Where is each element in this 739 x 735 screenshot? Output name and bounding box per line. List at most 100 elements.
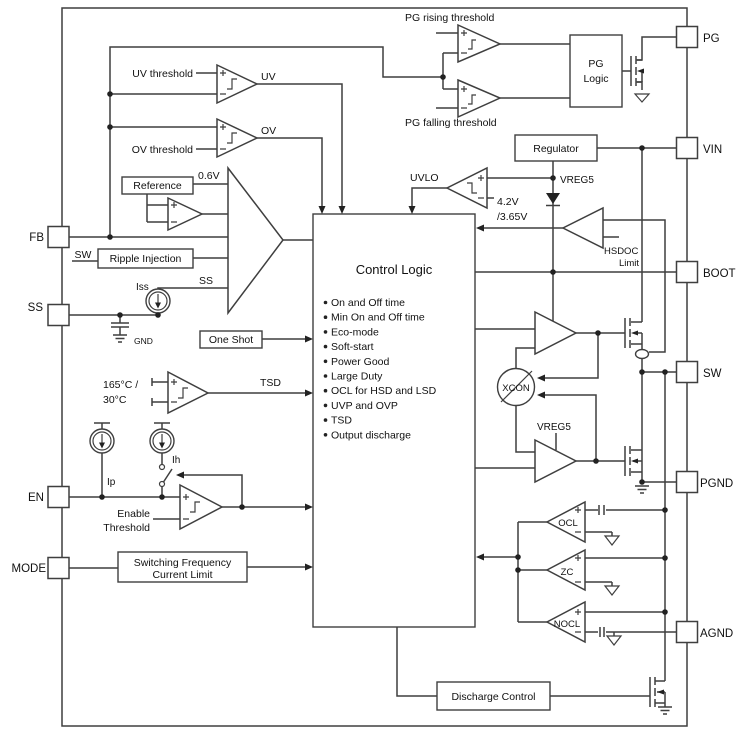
uvlo-threshold-label-2: /3.65V (497, 211, 527, 223)
tsd-net-label: TSD (260, 377, 281, 389)
pin-label-boot: BOOT (703, 268, 736, 280)
pin-label-vin: VIN (703, 144, 722, 156)
gnd-label: GND (134, 336, 153, 346)
pin-label-pgnd: PGND (700, 478, 733, 490)
ocl-comparator-icon (545, 500, 586, 544)
uvlo-comparator-icon (445, 166, 488, 210)
control-logic-block (312, 213, 476, 628)
sw-input-label: SW (75, 249, 92, 261)
control-logic-item: Power Good (331, 356, 390, 368)
pin-label-en: EN (28, 492, 44, 504)
ground-icons (113, 93, 672, 715)
blocks (97, 34, 623, 711)
bootstrap-diode-icon (546, 193, 560, 207)
uvlo-label: UVLO (410, 172, 439, 184)
ip-current-source-icon (89, 428, 115, 454)
pin-ss (47, 303, 70, 327)
enable-threshold-label-1: Enable (117, 508, 150, 520)
reference-label: Reference (133, 180, 182, 192)
regulator-label: Regulator (533, 143, 579, 155)
ih-current-source-icon (149, 428, 175, 454)
text-labels: FB SS EN MODE PG VIN BOOT SW PGND AGND P… (12, 12, 736, 703)
pin-pg (675, 25, 699, 49)
pin-mode (47, 556, 70, 580)
temp-label-1: 165°C / (103, 379, 138, 391)
pin-sw (675, 360, 699, 384)
pg-logic-label-1: PG (588, 58, 603, 70)
temp-label-2: 30°C (103, 394, 127, 406)
pin-vin (675, 136, 699, 160)
pg-falling-threshold-label: PG falling threshold (405, 117, 497, 129)
hsdoc-amp-icon (561, 206, 604, 250)
hsdoc-limit-label: Limit (619, 258, 639, 269)
triangle-ground-icon (633, 93, 651, 103)
control-logic-item: Large Duty (331, 371, 383, 383)
ip-label: Ip (107, 477, 116, 488)
enable-comparator-icon (179, 483, 224, 531)
hsdoc-label: HSDOC (604, 246, 638, 257)
switching-freq-label-1: Switching Frequency (134, 557, 232, 569)
earth-ground-icon (658, 706, 672, 715)
pin-boot (675, 260, 699, 284)
earth-ground-icon (635, 485, 649, 494)
pin-pgnd (675, 470, 699, 494)
triangle-ground-icon (603, 585, 621, 596)
control-logic-item: Eco-mode (331, 326, 379, 338)
ih-switch-icon (158, 463, 166, 488)
ov-threshold-label: OV threshold (132, 144, 193, 156)
discharge-mosfet-icon (649, 677, 664, 707)
pin-label-mode: MODE (12, 563, 47, 575)
switching-freq-label-2: Current Limit (152, 569, 212, 581)
pin-label-ss: SS (28, 302, 44, 314)
ocl-label: OCL (558, 518, 578, 529)
junction-dots (99, 74, 668, 615)
pg-mosfet-icon (630, 56, 644, 86)
pg-rising-threshold-label: PG rising threshold (405, 12, 494, 24)
pin-label-pg: PG (703, 33, 720, 45)
one-shot-block (199, 330, 263, 349)
pin-label-fb: FB (29, 232, 44, 244)
xcon-icon (496, 367, 536, 407)
hs-driver-icon (534, 310, 578, 356)
control-logic-item: OCL for HSD and LSD (331, 385, 437, 397)
switching-freq-block (117, 551, 248, 583)
regulator-block (514, 134, 598, 162)
one-shot-label: One Shot (209, 334, 253, 346)
iss-current-source-icon (145, 288, 171, 314)
control-logic-item: Min On and Off time (331, 312, 425, 324)
xcon-label: XCON (502, 383, 530, 394)
reference-block (121, 176, 194, 195)
ripple-injection-label: Ripple Injection (110, 253, 182, 265)
comparators (167, 23, 604, 644)
triangle-ground-icon (603, 535, 621, 546)
ripple-injection-block (97, 248, 194, 269)
control-logic-item: Soft-start (331, 341, 374, 353)
ov-comparator-icon (216, 117, 259, 159)
triangle-ground-icon (605, 635, 623, 646)
error-preamp-icon (167, 196, 204, 232)
pg-rising-comparator-icon (457, 23, 502, 64)
zc-label: ZC (561, 567, 574, 578)
device-icons (89, 56, 664, 707)
enable-threshold-label-2: Threshold (103, 522, 150, 534)
pins (47, 25, 699, 644)
zc-comparator-icon (545, 548, 586, 592)
ss-net-label: SS (199, 275, 213, 287)
control-logic-item: UVP and OVP (331, 400, 398, 412)
tsd-comparator-icon (167, 370, 210, 415)
pin-en (47, 485, 70, 509)
uv-net-label: UV (261, 71, 276, 83)
nocl-label: NOCL (554, 619, 580, 630)
control-logic-item: TSD (331, 415, 352, 427)
main-comparator-icon (227, 165, 284, 316)
pin-fb (47, 225, 70, 249)
pin-label-agnd: AGND (700, 628, 733, 640)
uv-threshold-label: UV threshold (132, 68, 193, 80)
pg-logic-block (569, 34, 623, 108)
uvlo-threshold-label-1: 4.2V (497, 196, 519, 208)
ls-driver-icon (534, 438, 578, 484)
discharge-control-label: Discharge Control (451, 691, 535, 703)
iss-label: Iss (136, 282, 149, 293)
